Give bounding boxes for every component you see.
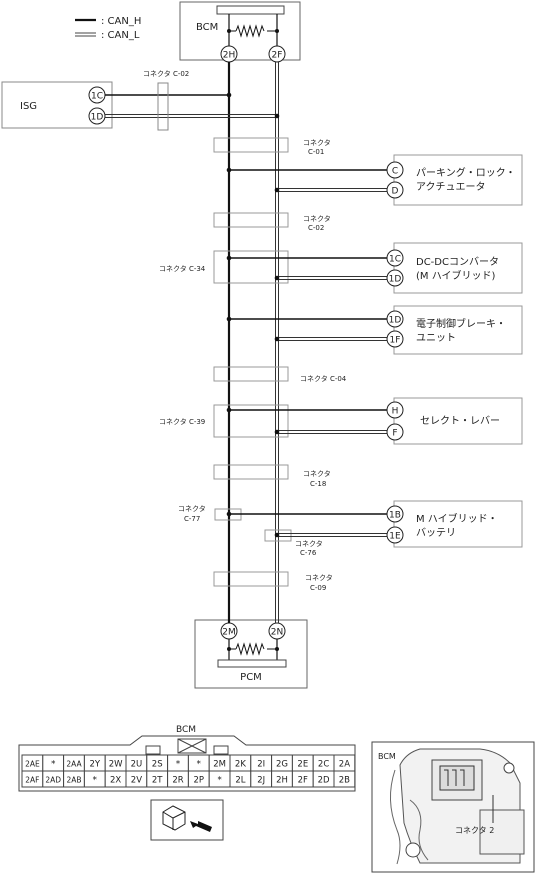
pinout-title: BCM [176,725,196,735]
device-3-pin-h: 1D [389,316,402,326]
bcm-location-photo: BCM コネクタ 2 [371,741,535,873]
connector-view-icon [150,799,224,841]
connector-c02-id: C-02 [308,224,324,232]
pcm-pin-h: 2M [222,628,236,638]
connector-c01-label: コネクタ [303,138,331,147]
device-select-lever: H F セレクト・レバー [226,397,523,445]
bcm-label: BCM [196,22,218,33]
bcm-pin-h: 2H [223,51,236,61]
pin-label: 2U [131,760,143,770]
pin-label: 2C [318,760,329,770]
pin-label: 2J [257,776,265,786]
connector-c09-id: C-09 [310,584,326,592]
bcm-pin-l: 2F [272,51,283,61]
connector-c09-label: コネクタ [305,573,333,582]
pin-label: * [176,760,180,770]
device-3-label-line2: ユニット [416,333,456,344]
device-3-label-line1: 電子制御ブレーキ・ [416,317,506,330]
device-2-label-line1: DC-DCコンバータ [416,256,499,268]
device-1-label-line1: パーキング・ロック・ [416,166,516,179]
pin-label: 2T [152,776,163,786]
pin-label: 2I [257,760,265,770]
pin-label: 2V [131,776,142,786]
pin-label: 2D [318,776,330,786]
pin-label: 2R [172,776,183,786]
pin-label: 2P [194,776,205,786]
pcm-label: PCM [240,672,262,683]
pin-label: 2G [276,760,288,770]
device-5-pin-l: 1E [389,532,401,542]
device-1-pin-h: C [392,167,398,177]
isg-pin-l: 1D [91,113,104,123]
device-parking-lock: C D パーキング・ロック・ アクチュエータ [226,154,523,206]
pin-label: 2A [339,760,350,770]
connector-c18-id: C-18 [310,480,326,488]
pin-label: 2F [298,776,308,786]
pin-label: 2AB [66,776,81,785]
device-1-label-line2: アクチュエータ [416,181,486,193]
bcm-module: BCM 2H 2F [179,1,301,63]
connector-c77-label: コネクタ [178,504,206,513]
connector-c01-id: C-01 [308,148,324,156]
pin-label: 2S [152,760,163,770]
device-2-label-line2: (M ハイブリッド) [416,269,496,282]
device-dcdc-converter: 1C 1D DC-DCコンバータ (M ハイブリッド) [226,242,523,294]
can-bus-lines [227,62,279,623]
photo-connector-label: コネクタ 2 [455,826,494,835]
device-3-pin-l: 1F [390,336,401,346]
device-hybrid-battery: 1B 1E M ハイブリッド・ バッテリ [226,500,523,548]
pin-label: 2X [110,776,121,786]
device-4-label-line1: セレクト・レバー [420,415,500,427]
device-5-label-line2: バッテリ [416,527,456,539]
pin-label: 2L [235,776,245,786]
device-brake-unit: 1D 1F 電子制御ブレーキ・ ユニット [226,305,523,355]
pin-label: 2K [235,760,246,770]
device-2-pin-l: 1D [389,275,402,285]
pin-label: * [217,776,221,786]
pin-label: * [93,776,97,786]
connector-c18-label: コネクタ [303,469,331,478]
device-1-pin-l: D [392,187,399,197]
device-5-label-line1: M ハイブリッド・ [416,512,498,525]
isg-label: ISG [20,101,37,112]
pin-label: * [51,760,55,770]
legend-can-l: : CAN_L [101,30,140,41]
connector-c76-id: C-76 [300,549,317,557]
inline-connectors: コネクタ C-01 コネクタ C-02 コネクタ C-34 コネクタ C-04 … [159,137,347,592]
connector-c02-label: コネクタ [303,214,331,223]
pin-label: 2W [109,760,123,770]
pin-label: 2Y [89,760,100,770]
pin-label: 2AE [25,760,40,769]
pin-label: * [197,760,201,770]
device-5-pin-h: 1B [389,511,401,521]
connector-c39-label: コネクタ C-39 [159,417,205,426]
connector-c76-label: コネクタ [295,539,323,548]
pin-label: 2H [276,776,288,786]
pin-grid: 2AE * 2AA 2Y 2W 2U 2S * * 2M 2K 2I 2G 2E 2C 2A 2AF 2AD 2AB… [21,754,356,788]
pin-label: 2M [213,760,226,770]
pin-label: 2AA [66,760,82,769]
connector-c04-label: コネクタ C-04 [300,374,347,383]
device-4-pin-h: H [392,407,399,417]
pcm-pin-l: 2N [271,628,283,638]
device-2-pin-h: 1C [389,255,401,265]
pin-cell [333,770,356,788]
connector-c02-top-label: コネクタ C-02 [143,69,189,78]
legend: : CAN_H : CAN_L [75,16,141,41]
photo-title: BCM [378,752,396,761]
pin-label: 2AD [45,776,61,785]
pin-label: 2E [297,760,308,770]
device-4-pin-l: F [392,429,397,439]
connector-c34-label: コネクタ C-34 [159,264,206,273]
legend-can-h: : CAN_H [101,16,141,27]
pin-label: 2B [339,776,350,786]
connector-c77-id: C-77 [184,515,200,523]
pin-label: 2AF [25,776,39,785]
pcm-module: 2M 2N PCM [194,619,308,689]
isg-module: ISG 1C 1D コネクタ C-02 [1,69,280,131]
isg-pin-h: 1C [91,92,103,102]
